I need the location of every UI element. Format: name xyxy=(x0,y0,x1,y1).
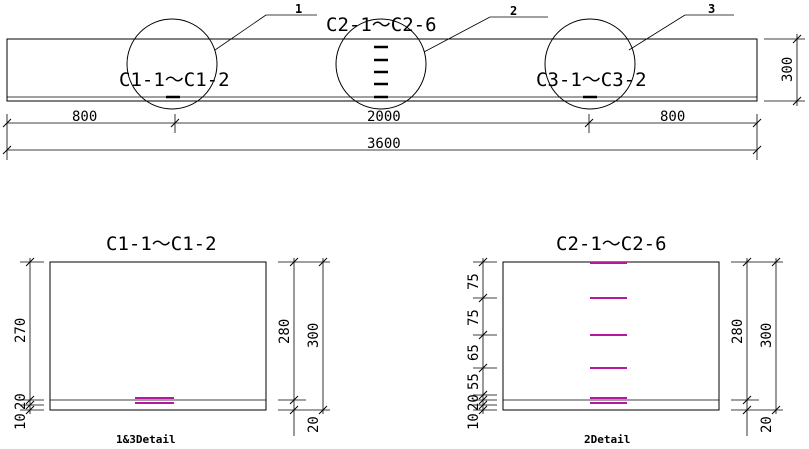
beam-elevation: 1 2 3 C1-1～C1-2 C2-1～C2-6 C3-1～C3-2 800 … xyxy=(2,2,805,160)
dim-slash xyxy=(478,395,488,405)
section-outline xyxy=(49,261,267,411)
dim-slash xyxy=(742,405,752,415)
beam-outline xyxy=(6,38,758,102)
callout-3-number: 3 xyxy=(708,2,715,16)
dim-slash xyxy=(478,293,488,303)
dim-280: 280 xyxy=(277,319,293,344)
dim-300: 300 xyxy=(759,323,775,348)
dim-slash xyxy=(318,405,328,415)
dim-10: 10 xyxy=(466,413,482,430)
dim-10: 10 xyxy=(13,413,29,430)
detail-circle-2 xyxy=(335,18,427,110)
dim-55: 55 xyxy=(466,373,482,390)
dim-slash xyxy=(478,363,488,373)
dim-slash xyxy=(792,34,802,44)
dim-slash xyxy=(752,145,762,155)
dim-slash xyxy=(25,405,35,415)
dim-slash xyxy=(771,257,781,267)
detail-1-3: C1-1～C1-2 270 20 10 280 300 20 1&3Detail xyxy=(13,233,330,446)
dim-middle: 2000 xyxy=(367,109,401,125)
dim-75: 75 xyxy=(466,309,482,326)
dim-slash xyxy=(289,405,299,415)
dim-slash xyxy=(478,330,488,340)
dim-slash xyxy=(25,257,35,267)
dim-left: 800 xyxy=(72,109,97,125)
detail-circle-3 xyxy=(544,18,636,110)
callout-leader-1 xyxy=(214,14,267,51)
dim-slash xyxy=(771,405,781,415)
dim-75: 75 xyxy=(466,273,482,290)
dim-slash xyxy=(478,405,488,415)
dim-slash xyxy=(2,145,12,155)
dim-slash xyxy=(289,395,299,405)
detail-2-caption: 2Detail xyxy=(584,433,630,446)
dim-slash xyxy=(289,257,299,267)
dim-slash xyxy=(742,257,752,267)
dim-270: 270 xyxy=(13,318,29,343)
dim-right: 800 xyxy=(660,109,685,125)
dim-slash xyxy=(792,96,802,106)
callout-leader-3 xyxy=(628,14,686,51)
detail-2: C2-1～C2-6 75 75 65 55 20 10 xyxy=(466,233,783,446)
dim-slash xyxy=(752,118,762,128)
dim-300: 300 xyxy=(306,323,322,348)
dim-65: 65 xyxy=(466,344,482,361)
group-1-label: C1-1～C1-2 xyxy=(119,69,230,91)
dim-slash xyxy=(584,118,594,128)
dim-slash xyxy=(742,395,752,405)
dim-20: 20 xyxy=(759,416,775,433)
dim-slash xyxy=(318,257,328,267)
dim-total: 3600 xyxy=(367,136,401,152)
detail-2-title: C2-1～C2-6 xyxy=(556,233,667,255)
callout-1-number: 1 xyxy=(295,2,302,16)
detail-circle-1 xyxy=(126,18,218,110)
dim-slash xyxy=(170,118,180,128)
detail-1-3-caption: 1&3Detail xyxy=(116,433,176,446)
dim-20: 20 xyxy=(306,416,322,433)
dim-280: 280 xyxy=(730,319,746,344)
dim-slash xyxy=(478,390,488,400)
detail-1-3-title: C1-1～C1-2 xyxy=(106,233,217,255)
dim-20: 20 xyxy=(466,394,482,411)
dim-slash xyxy=(2,118,12,128)
group-3-label: C3-1～C3-2 xyxy=(536,69,647,91)
group-2-label: C2-1～C2-6 xyxy=(326,14,437,36)
dim-height: 300 xyxy=(780,57,796,82)
dim-slash xyxy=(25,395,35,405)
dim-20: 20 xyxy=(13,393,29,410)
dim-slash xyxy=(478,400,488,410)
dim-slash xyxy=(25,400,35,410)
callout-2-number: 2 xyxy=(510,4,517,18)
callout-leader-2 xyxy=(423,16,491,53)
dim-slash xyxy=(478,257,488,267)
